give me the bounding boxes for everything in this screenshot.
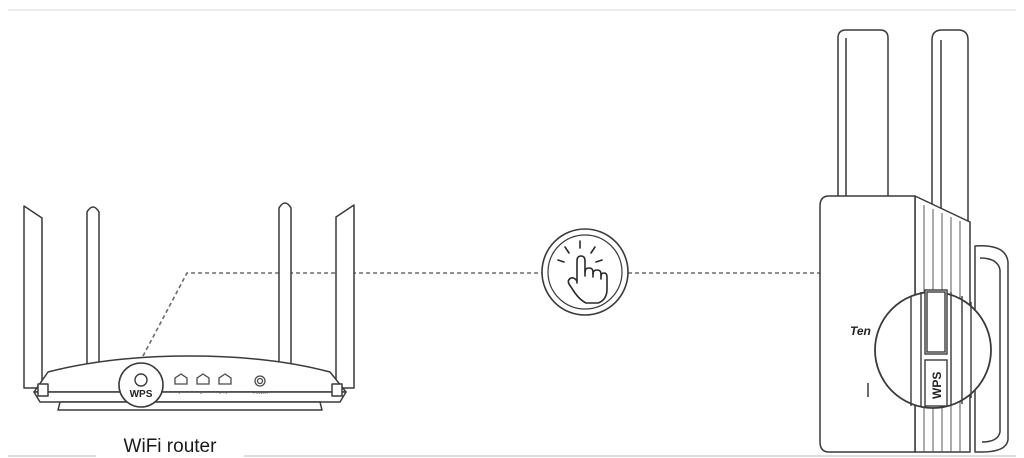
- router-caption: WiFi router: [96, 436, 244, 458]
- extender-wps-label: WPS: [930, 372, 944, 399]
- extender-wps-button: [925, 290, 947, 354]
- connection-line: [143, 273, 893, 356]
- router-wps-button: [135, 374, 147, 386]
- svg-text:POWER: POWER: [253, 390, 268, 395]
- extender-brand-logo: Ten: [850, 324, 871, 338]
- router-wps-magnifier: [119, 363, 163, 407]
- wifi-router-illustration: [24, 203, 354, 410]
- svg-text:IPTV: IPTV: [219, 390, 228, 395]
- hand-pointer-icon: [542, 229, 628, 315]
- router-wps-label: WPS: [130, 389, 153, 400]
